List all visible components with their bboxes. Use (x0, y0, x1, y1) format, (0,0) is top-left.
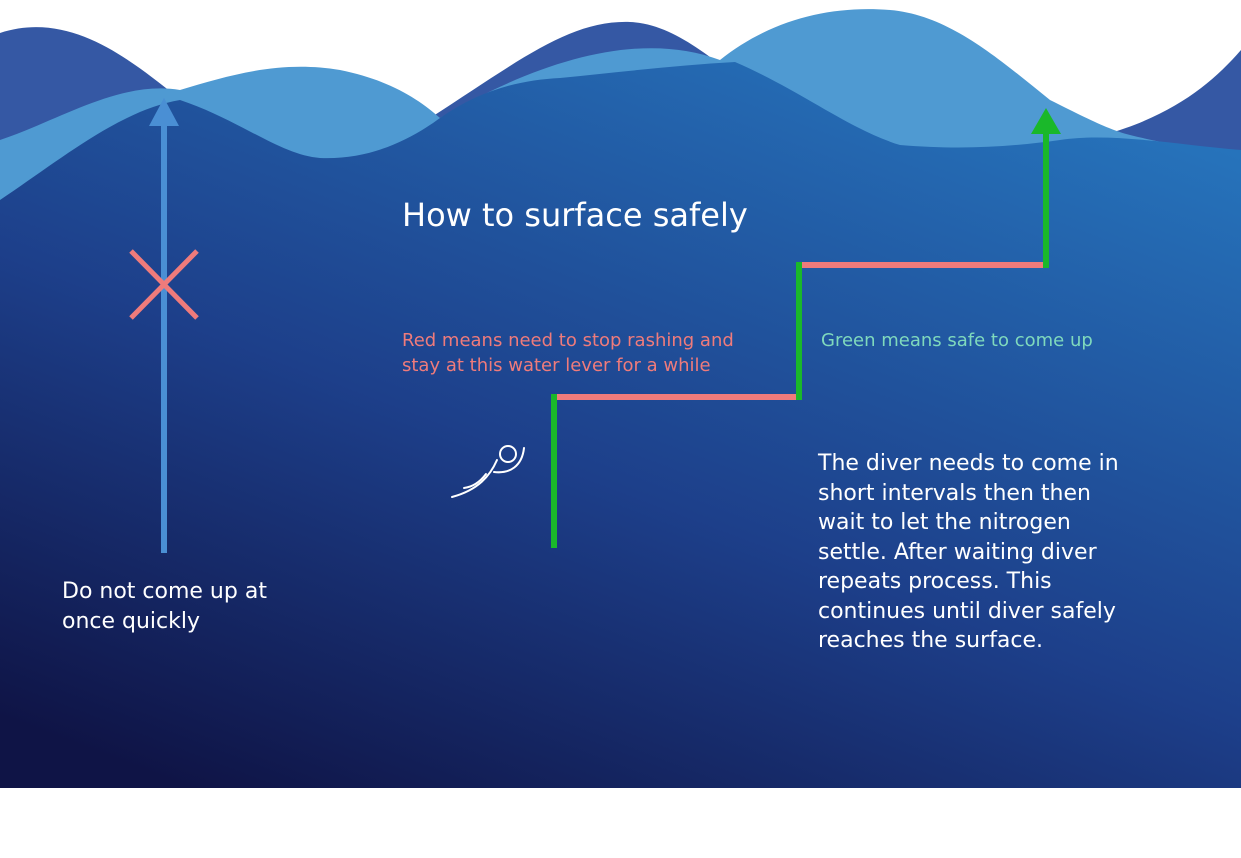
go-legend: Green means safe to come up (821, 330, 1093, 351)
sea-body (0, 62, 1241, 788)
diver-icon (451, 445, 525, 498)
cross-icon (129, 249, 199, 320)
page-title: How to surface safely (402, 196, 748, 234)
fast-ascent-warning: Do not come up at once quickly (62, 579, 267, 634)
stop-legend: Red means need to stop rashing and stay … (402, 330, 734, 376)
process-description: The diver needs to come in short interva… (818, 451, 1119, 653)
up-arrow-icon (149, 98, 179, 126)
staircase (551, 108, 1061, 548)
up-arrow-icon (1031, 108, 1061, 134)
